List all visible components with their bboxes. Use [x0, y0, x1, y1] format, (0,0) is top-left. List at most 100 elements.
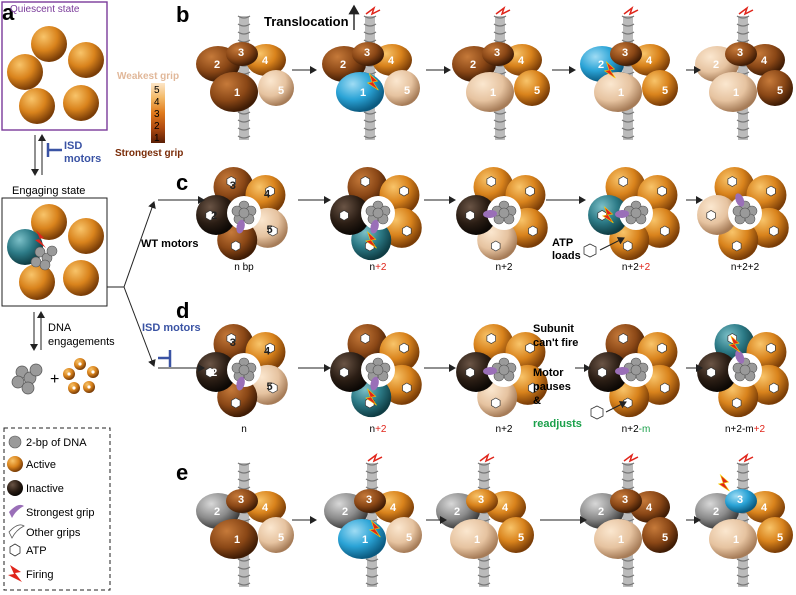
atp-icon [339, 209, 349, 221]
dna-turn [736, 15, 750, 19]
atp-icon [657, 342, 667, 354]
firing-icon [368, 519, 381, 538]
panel-label-d: d [176, 298, 189, 323]
protein-subunit [757, 70, 793, 106]
dna-turn [493, 119, 507, 123]
atp-icon [766, 185, 776, 197]
dna-turn [365, 462, 379, 466]
protein-subunit [258, 517, 294, 553]
atp-icon [265, 185, 275, 197]
weakest-grip-label: Weakest grip [117, 71, 179, 82]
dna-turn [363, 39, 377, 43]
protein-subunit [258, 70, 294, 106]
ring-subunit [588, 351, 629, 392]
protein-subunit [482, 42, 514, 66]
dna-end [623, 452, 639, 463]
legend-label-atp: ATP [26, 545, 47, 557]
ring-subunit [456, 351, 497, 392]
dna-end [365, 5, 381, 16]
ring-subunit [196, 351, 237, 392]
panel-label-a: a [2, 0, 15, 25]
legend-label-inactive: Inactive [26, 483, 64, 495]
protein-subunit [210, 72, 258, 112]
firing-icon [365, 231, 377, 249]
dna-cluster-icon [11, 363, 43, 395]
strongest-grip-icon [615, 209, 630, 218]
dna-turn [363, 31, 377, 35]
atp-icon [660, 382, 670, 394]
dna-turn [237, 470, 251, 474]
dna-turn [621, 135, 635, 139]
subunit-number: 4 [646, 502, 653, 514]
protein-subunit [514, 70, 550, 106]
dna-end [738, 5, 754, 16]
dna-turn [237, 574, 251, 578]
dna-turn [621, 111, 635, 115]
subunit-number: 2 [211, 210, 217, 222]
subunit-number: 1 [490, 87, 496, 99]
atp-icon [623, 240, 633, 252]
subunit-ring-icon [63, 358, 99, 394]
dna-turn [493, 23, 507, 27]
dna-turn [736, 31, 750, 35]
dna-engagement-arrows [30, 311, 45, 351]
panel-label-e: e [176, 460, 188, 485]
dna-turn [237, 15, 251, 19]
step-label: n+2 [370, 262, 387, 273]
subunit-number: 3 [737, 494, 743, 506]
dna-turn [621, 119, 635, 123]
subunit-number: 4 [518, 55, 525, 67]
dna-turn [477, 478, 491, 482]
dna-bp-icon [498, 207, 510, 219]
strongest-grip-icon [370, 376, 379, 391]
atp-icon [205, 209, 215, 221]
protein-subunit [210, 519, 258, 559]
ring-subunit [697, 194, 738, 235]
subunit-number: 2 [454, 506, 460, 518]
subunit-number: 4 [390, 502, 397, 514]
atp-icon [491, 397, 501, 409]
dna-turn [621, 31, 635, 35]
protein-subunit [725, 42, 757, 66]
strongest-grip-icon [9, 504, 24, 518]
subunit-number: 5 [406, 532, 412, 544]
dna-turn [736, 566, 750, 570]
atp-icon [660, 225, 670, 237]
atp-icon [769, 382, 779, 394]
atp-icon [597, 366, 607, 378]
dna-end [738, 452, 754, 463]
dna-turn [237, 127, 251, 131]
subunit-number: 4 [646, 55, 653, 67]
engaging-state-box [1, 197, 108, 307]
dna-turn [621, 478, 635, 482]
grip-level-3: 3 [154, 109, 160, 120]
plus-sign: + [50, 371, 59, 388]
atp-icon [491, 240, 501, 252]
ring-subunit [456, 194, 497, 235]
subunit-number: 2 [340, 59, 346, 71]
protein-subunit [226, 489, 258, 513]
subunit-number: 5 [278, 532, 284, 544]
subunit-number: 3 [478, 494, 484, 506]
subunit-number: 4 [388, 55, 395, 67]
subunit-number: 5 [266, 224, 272, 236]
dna-turn [736, 478, 750, 482]
step-label: n bp [234, 262, 254, 273]
subunit-number: 5 [777, 532, 783, 544]
atp-icon [732, 240, 742, 252]
subunit-number: 2 [470, 59, 476, 71]
dna-turn [237, 31, 251, 35]
dna-turn [363, 15, 377, 19]
subunit-number: 4 [264, 346, 271, 358]
dna-turn [477, 574, 491, 578]
firing-icon [717, 473, 730, 492]
step-label: n+2-m+2 [725, 424, 765, 435]
dna-turn [736, 39, 750, 43]
dna-turn [736, 558, 750, 562]
ring-subunit [330, 194, 371, 235]
subunit-number: 3 [622, 47, 628, 59]
dna-turn [237, 478, 251, 482]
protein-subunit [226, 42, 258, 66]
